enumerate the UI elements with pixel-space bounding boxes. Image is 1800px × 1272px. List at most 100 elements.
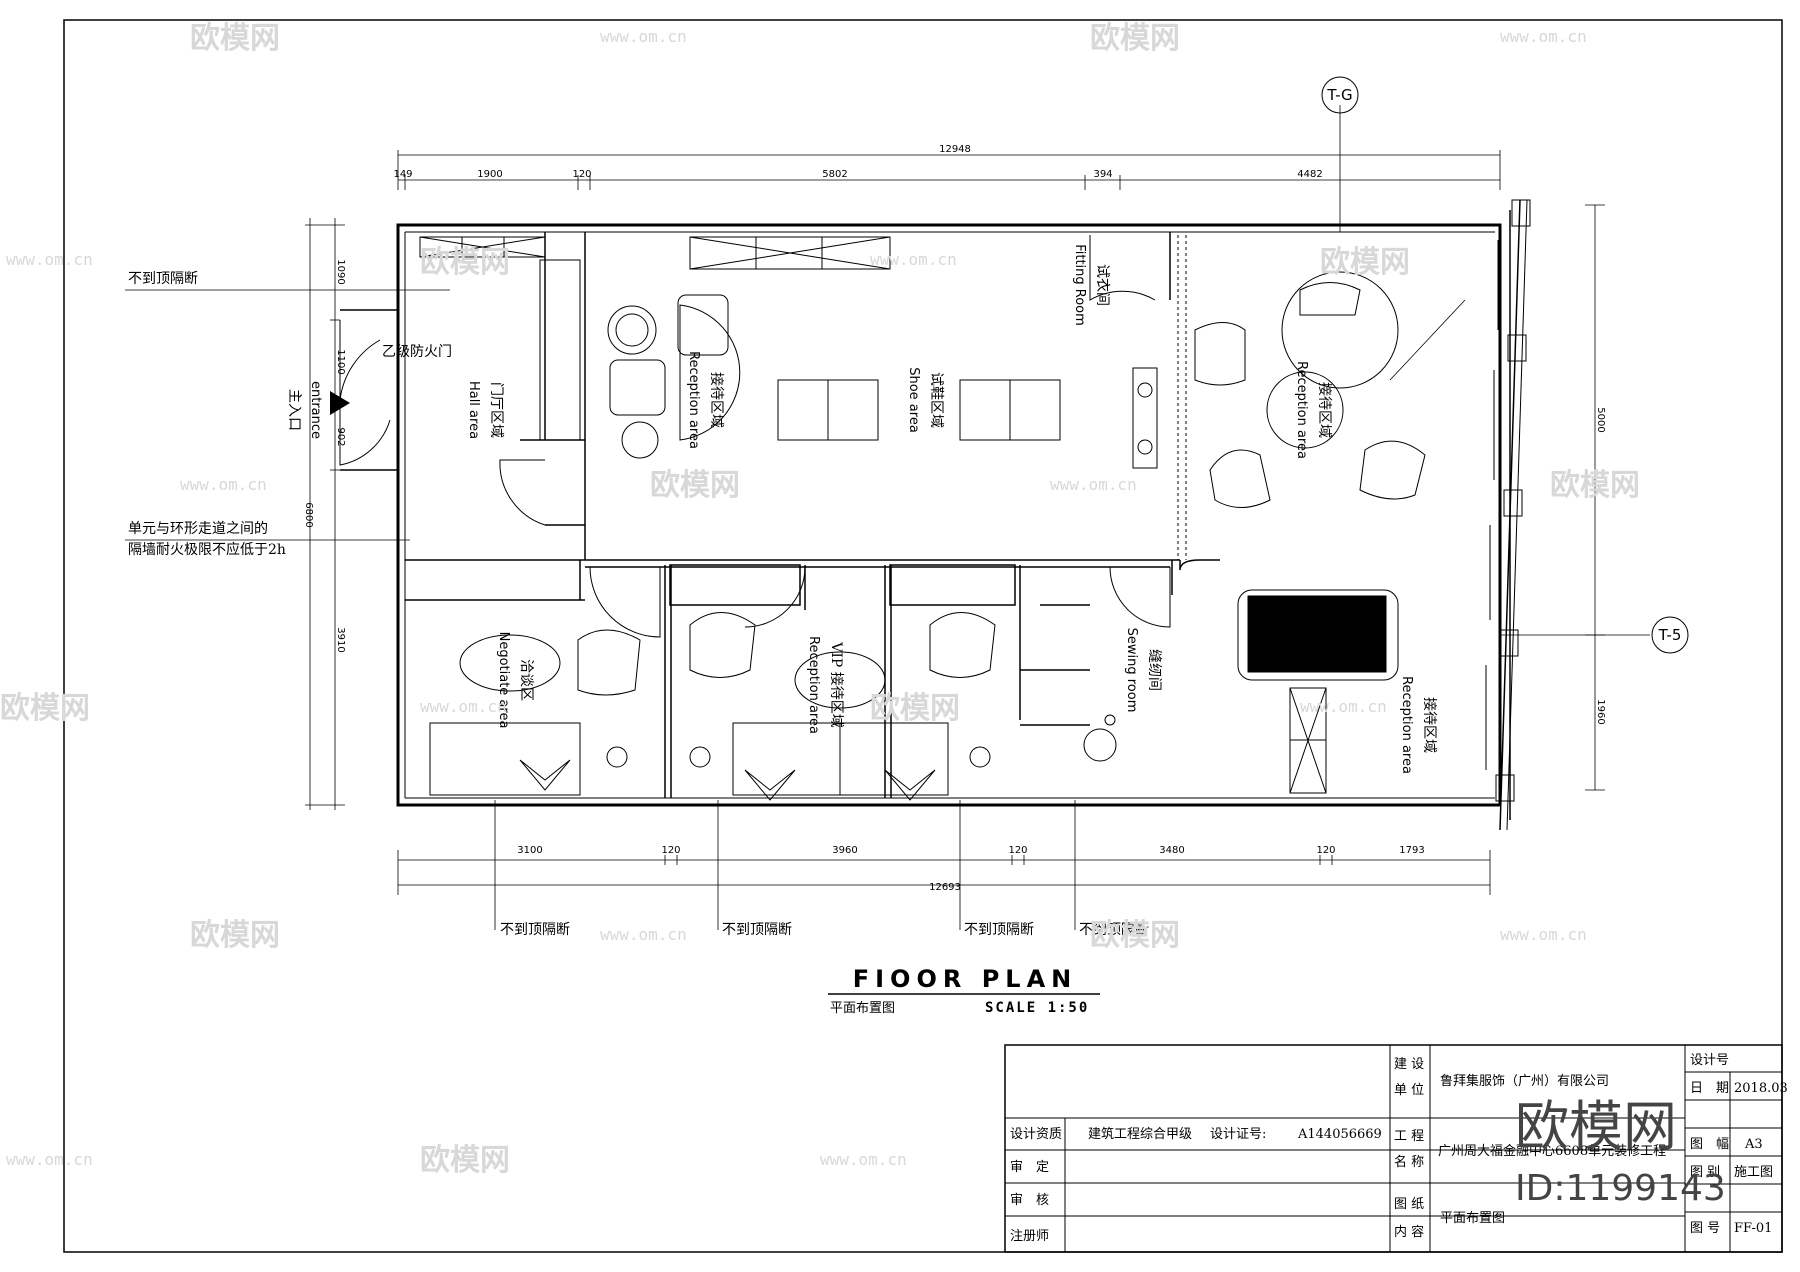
room-label-hall: 门厅区域 Hall area (466, 381, 504, 439)
note-partition-bottom-2: 不到顶隔断 (722, 922, 792, 938)
note-partition-bottom-4: 不到顶隔断 (1079, 922, 1149, 938)
svg-text:试衣间: 试衣间 (1094, 264, 1110, 306)
id-watermark: ID:1199143 (1515, 1168, 1726, 1209)
dim-left-2: 1100 (335, 349, 346, 374)
svg-text:T-G: T-G (1326, 86, 1352, 104)
dim-top-3: 120 (572, 169, 591, 180)
tb-registered-label: 注册师 (1010, 1229, 1049, 1244)
brand-watermark: 欧模网 (1515, 1095, 1677, 1158)
tb-content-label-1: 图 纸 (1394, 1197, 1424, 1212)
furniture (419, 236, 1426, 801)
drawing-subtitle: 平面布置图 (830, 1001, 895, 1016)
tb-design-qualification-value: 建筑工程综合甲级 (1088, 1126, 1192, 1142)
dim-bottom-7: 1793 (1399, 845, 1424, 856)
building-outline (396, 199, 1531, 831)
note-fire-wall-2: 隔墙耐火极限不应低于2h (128, 541, 286, 558)
tb-client-label-2: 单 位 (1394, 1083, 1424, 1098)
dim-bottom-5: 3480 (1159, 845, 1184, 856)
watermarks: 欧模网 www.om.cn 欧模网 www.om.cn 欧模网 www.om.c… (0, 21, 1640, 1178)
dim-bottom-1: 3100 (517, 845, 542, 856)
tb-content-value: 平面布置图 (1440, 1211, 1505, 1226)
svg-text:欧模网: 欧模网 (650, 468, 740, 503)
tb-drawing-no-label: 图 号 (1690, 1221, 1720, 1236)
leader-lines (125, 105, 1650, 930)
drawing-scale: SCALE 1:50 (985, 1000, 1089, 1016)
dim-right-1: 5000 (1595, 407, 1606, 432)
note-fire-wall-1: 单元与环形走道之间的 (128, 521, 268, 537)
svg-text:欧模网: 欧模网 (1090, 918, 1180, 953)
dim-bottom-4: 120 (1008, 845, 1027, 856)
svg-text:www.om.cn: www.om.cn (1500, 27, 1587, 46)
curtain-partitions (1177, 235, 1187, 560)
tb-size-label: 图 幅 (1690, 1137, 1729, 1152)
svg-text:www.om.cn: www.om.cn (870, 250, 957, 269)
room-label-shoe: 试鞋区域 Shoe area (906, 367, 944, 433)
tb-date-label: 日 期 (1690, 1081, 1729, 1096)
dim-top-6: 4482 (1297, 169, 1322, 180)
svg-text:洽谈区: 洽谈区 (518, 659, 534, 701)
room-label-vip: VIP 接待区域 Reception area (806, 636, 845, 734)
room-label-fitting: 试衣间 Fitting Room (1072, 244, 1110, 326)
dim-left-3: 902 (335, 427, 346, 446)
svg-text:Hall area: Hall area (466, 381, 481, 439)
svg-text:欧模网: 欧模网 (420, 1143, 510, 1178)
tb-drawing-type-label: 图 别 (1690, 1165, 1720, 1180)
svg-text:试鞋区域: 试鞋区域 (928, 372, 944, 428)
svg-text:主入口: 主入口 (286, 389, 302, 431)
svg-text:Reception area: Reception area (1294, 361, 1309, 459)
svg-text:欧模网: 欧模网 (1550, 468, 1640, 503)
svg-text:www.om.cn: www.om.cn (420, 697, 507, 716)
tb-drawing-no-value: FF-01 (1734, 1221, 1772, 1236)
svg-text:www.om.cn: www.om.cn (1050, 475, 1137, 494)
tb-certificate-value: A144056669 (1297, 1127, 1382, 1142)
note-partition-top: 不到顶隔断 (128, 271, 198, 287)
note-partition-bottom-1: 不到顶隔断 (500, 922, 570, 938)
tb-certificate-label: 设计证号: (1210, 1127, 1266, 1142)
dim-right-2: 1960 (1595, 699, 1606, 724)
svg-text:www.om.cn: www.om.cn (600, 925, 687, 944)
svg-text:VIP 接待区域: VIP 接待区域 (828, 641, 845, 728)
dim-left-1: 1090 (335, 259, 346, 284)
tb-design-no-label: 设计号 (1690, 1053, 1729, 1068)
tb-content-label-2: 内 容 (1394, 1224, 1424, 1240)
dim-top-5: 394 (1093, 169, 1112, 180)
room-label-sewing: 缝纫间 Sewing room (1124, 628, 1162, 713)
svg-text:Sewing room: Sewing room (1124, 628, 1139, 713)
svg-text:www.om.cn: www.om.cn (1500, 925, 1587, 944)
dim-bottom-6: 120 (1316, 845, 1335, 856)
svg-text:接待区域: 接待区域 (1316, 382, 1333, 438)
dim-bottom-3: 3960 (832, 845, 857, 856)
svg-text:entrance: entrance (308, 381, 323, 439)
svg-text:Reception area: Reception area (806, 636, 821, 734)
tb-project-value: 广州周大福金融中心6608单元装修工程 (1438, 1143, 1666, 1159)
svg-text:www.om.cn: www.om.cn (6, 250, 93, 269)
tb-project-label-1: 工 程 (1394, 1129, 1424, 1144)
dim-left-4: 6800 (303, 502, 314, 527)
svg-text:缝纫间: 缝纫间 (1146, 649, 1162, 691)
svg-text:接待区域: 接待区域 (1421, 697, 1438, 753)
note-partition-bottom-3: 不到顶隔断 (964, 922, 1034, 938)
tb-date-value: 2018.03 (1734, 1081, 1788, 1096)
title-block (1004, 1044, 1783, 1253)
doors (339, 235, 1171, 638)
tb-size-value: A3 (1744, 1137, 1763, 1152)
svg-text:www.om.cn: www.om.cn (6, 1150, 93, 1169)
dim-top-1: 149 (393, 169, 412, 180)
svg-text:www.om.cn: www.om.cn (820, 1150, 907, 1169)
dim-top-4: 5802 (822, 169, 847, 180)
svg-text:欧模网: 欧模网 (1320, 245, 1410, 280)
interior-walls (405, 232, 1220, 798)
svg-text:T-5: T-5 (1658, 626, 1682, 644)
svg-text:欧模网: 欧模网 (1090, 21, 1180, 56)
sheet-border (63, 19, 1783, 1253)
tb-design-qualification-label: 设计资质 (1010, 1127, 1062, 1142)
dim-top-2: 1900 (477, 169, 502, 180)
axis-marker-t-5: T-5 (1651, 616, 1689, 654)
svg-text:欧模网: 欧模网 (870, 691, 960, 726)
svg-text:www.om.cn: www.om.cn (600, 27, 687, 46)
dim-top-total: 12948 (939, 144, 971, 155)
axis-marker-t-g: T-G (1321, 76, 1359, 114)
svg-text:Reception area: Reception area (686, 351, 701, 449)
svg-text:接待区域: 接待区域 (708, 372, 725, 428)
